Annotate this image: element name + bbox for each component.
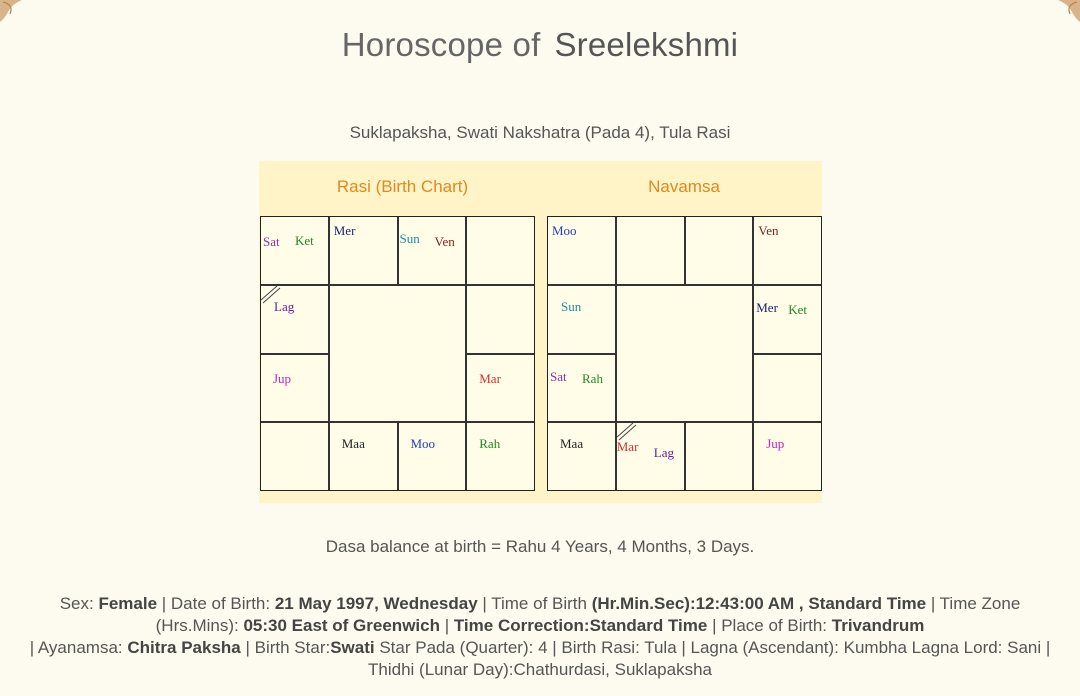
planet-jup: Jup: [766, 436, 785, 452]
rasi-house-r3c2: Moo: [397, 422, 467, 491]
rasi-house-r0c0: Sat Ket: [260, 216, 329, 285]
planet-ket: Ket: [788, 301, 808, 317]
title-prefix: Horoscope of: [341, 26, 541, 63]
navamsa-center-box: [615, 284, 754, 423]
navamsa-house-r2c3: [753, 353, 822, 423]
lagna-marker-icon: [261, 285, 281, 304]
planet-sat: Sat: [263, 234, 280, 249]
tob-value: (Hr.Min.Sec):12:43:00 AM , Standard Time: [591, 594, 927, 613]
timezone-label: | Time Zone (Hrs.Mins):: [155, 594, 1021, 635]
rasi-house-r3c1: Maa: [328, 422, 398, 491]
planet-ket: Ket: [295, 233, 314, 248]
planet-mar: Mar: [479, 370, 501, 386]
pob-value: Trivandrum: [831, 616, 925, 635]
navamsa-house-r3c3: Jup: [753, 422, 822, 491]
ayanamsa-label: | Ayanamsa:: [29, 638, 128, 657]
page-title: Horoscope of Sreelekshmi: [0, 26, 1080, 64]
planet-mer: Mer: [756, 299, 778, 315]
navamsa-house-r2c0: Sat Rah: [547, 353, 616, 423]
rasi-house-r1c3: [466, 284, 535, 354]
navamsa-house-r0c2: [684, 216, 754, 285]
planet-sun: Sun: [399, 231, 420, 246]
navamsa-house-r3c2: [684, 422, 754, 491]
navamsa-house-r0c0: Moo: [547, 216, 616, 285]
sex-label: Sex:: [59, 594, 99, 613]
planet-moo: Moo: [410, 436, 436, 452]
birth-details: Sex: Female | Date of Birth: 21 May 1997…: [20, 593, 1060, 681]
corner-ornament-right: [1058, 0, 1080, 22]
corner-ornament-left: [0, 0, 22, 22]
planet-maa: Maa: [341, 436, 365, 452]
navamsa-house-r1c3: Mer Ket: [753, 284, 822, 354]
navamsa-house-r3c0: Maa: [547, 422, 616, 491]
planet-jup: Jup: [273, 370, 292, 386]
rasi-center-box: [328, 284, 467, 423]
details-rest: Star Pada (Quarter): 4 | Birth Rasi: Tul…: [368, 638, 1051, 679]
planet-rah: Rah: [479, 436, 501, 452]
nakshatra-summary: Suklapaksha, Swati Nakshatra (Pada 4), T…: [349, 123, 731, 142]
rasi-house-r2c0: Jup: [260, 353, 329, 423]
navamsa-house-r0c1: [615, 216, 685, 285]
time-correction-value: Time Correction:Standard Time: [453, 616, 708, 635]
rasi-house-r0c1: Mer: [328, 216, 398, 285]
rasi-house-r1c0: Lag: [260, 284, 329, 354]
navamsa-house-r0c3: Ven: [753, 216, 822, 285]
planet-ven: Ven: [758, 223, 779, 238]
planet-sat: Sat: [550, 368, 567, 384]
dob-value: 21 May 1997, Wednesday: [274, 594, 478, 613]
title-name: Sreelekshmi: [554, 26, 739, 63]
sex-value: Female: [98, 594, 158, 613]
rasi-house-r0c2: Sun Ven: [397, 216, 467, 285]
planet-rah: Rah: [582, 370, 603, 386]
navamsa-chart-title: Navamsa: [648, 177, 720, 196]
birth-star-value: Swati: [330, 638, 375, 657]
birth-star-label: | Birth Star:: [240, 638, 331, 657]
rasi-house-r2c3: Mar: [466, 353, 535, 423]
lagna-marker-icon: [616, 423, 637, 441]
rasi-house-r3c3: Rah: [466, 422, 535, 491]
ayanamsa-value: Chitra Paksha: [127, 638, 241, 657]
navamsa-house-r1c0: Sun: [547, 284, 616, 354]
planet-maa: Maa: [560, 436, 584, 452]
planet-lag: Lag: [653, 445, 674, 461]
dob-label: | Date of Birth:: [157, 594, 275, 613]
planet-sun: Sun: [561, 298, 582, 314]
planet-mer: Mer: [333, 223, 356, 238]
dasa-balance: Dasa balance at birth = Rahu 4 Years, 4 …: [325, 537, 755, 556]
planet-mar: Mar: [616, 439, 639, 455]
separator: |: [439, 616, 454, 635]
planet-lag: Lag: [274, 298, 295, 314]
planet-moo: Moo: [552, 223, 577, 238]
navamsa-house-r3c1: Mar Lag: [615, 422, 685, 491]
pob-label: | Place of Birth:: [707, 616, 832, 635]
planet-ven: Ven: [434, 234, 455, 249]
tob-label: | Time of Birth: [477, 594, 592, 613]
rasi-house-r0c3: [466, 216, 535, 285]
rasi-house-r3c0: [260, 422, 329, 491]
rasi-chart-title: Rasi (Birth Chart): [336, 177, 469, 196]
timezone-value: 05:30 East of Greenwich: [243, 616, 440, 635]
